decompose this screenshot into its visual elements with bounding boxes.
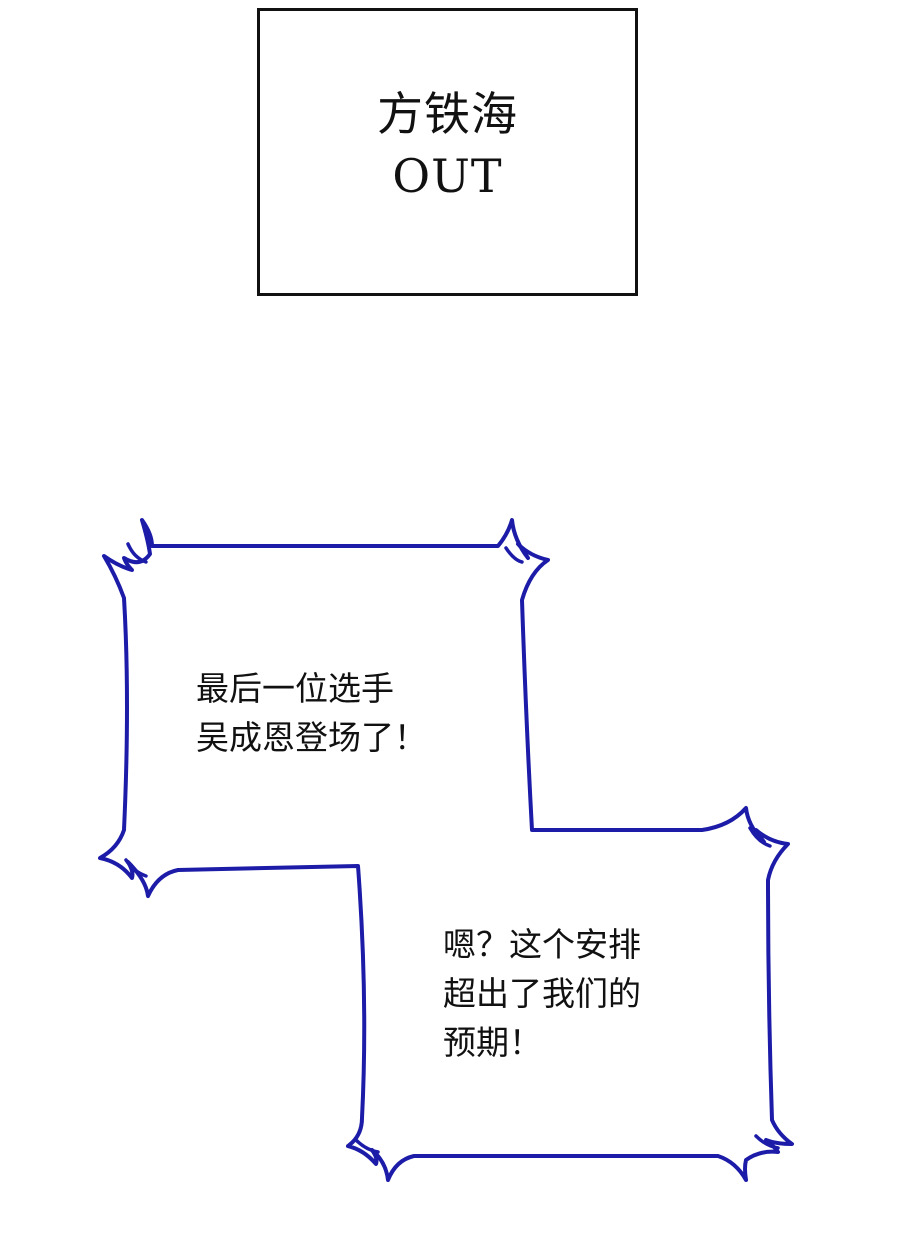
bubble-2-line-2: 超出了我们的: [443, 974, 641, 1013]
bubble-spike-accent: [126, 542, 148, 564]
bubble-spike-accent: [354, 1138, 380, 1154]
narration-caption-box: 方铁海 OUT: [257, 8, 638, 296]
speech-bubble-1-outline: [98, 518, 794, 1182]
bubble-1-line-2: 吴成恩登场了！: [196, 718, 427, 757]
speech-bubble-2-text: 嗯？这个安排 超出了我们的 预期！: [443, 920, 641, 1067]
bubble-2-line-1: 嗯？这个安排: [443, 925, 641, 964]
caption-line-out: OUT: [392, 149, 503, 203]
caption-line-name: 方铁海: [377, 87, 518, 141]
bubble-2-line-3: 预期！: [443, 1023, 542, 1062]
bubble-spike-accent: [754, 1134, 780, 1150]
bubble-spike-accent: [504, 546, 524, 564]
bubble-spike-accent: [124, 858, 148, 878]
bubble-spike-accent: [748, 826, 772, 848]
bubble-1-line-1: 最后一位选手: [196, 669, 394, 708]
speech-bubble-1-text: 最后一位选手 吴成恩登场了！: [196, 664, 427, 762]
